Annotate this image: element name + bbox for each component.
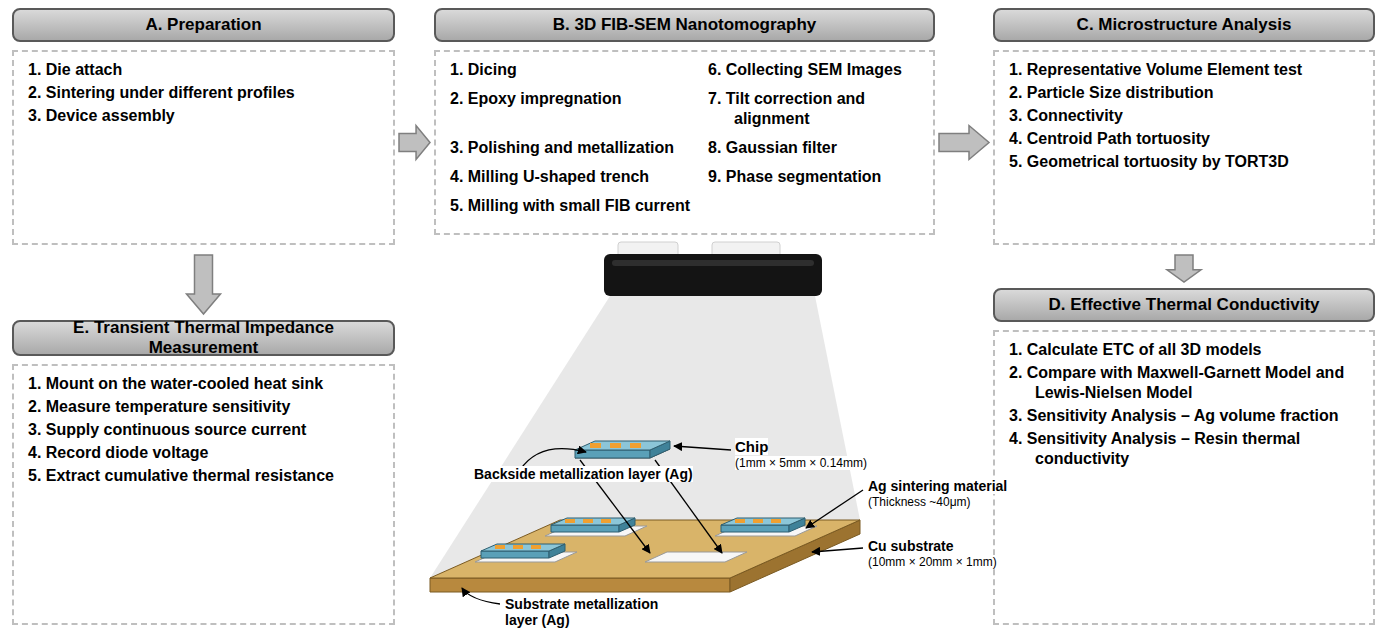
figure-label: Substrate metallization layer (Ag) bbox=[505, 596, 675, 628]
step-text: 3. Supply continuous source current bbox=[28, 420, 381, 440]
floating-chip bbox=[575, 441, 670, 458]
step-list: 1. Calculate ETC of all 3D models 2. Comp… bbox=[993, 330, 1375, 625]
header-text: A. Preparation bbox=[145, 15, 261, 35]
figure-label: Chip bbox=[735, 438, 795, 455]
header-text: E. Transient Thermal Impedance Measureme… bbox=[22, 318, 385, 358]
header-text: C. Microstructure Analysis bbox=[1077, 15, 1292, 35]
figure-label: (10mm × 20mm × 1mm) bbox=[868, 556, 1038, 570]
step-text: 4. Centroid Path tortuosity bbox=[1009, 129, 1361, 149]
step-list: 1. Mount on the water-cooled heat sink 2.… bbox=[12, 364, 395, 625]
step-text: 2. Compare with Maxwell-Garnett Model an… bbox=[1009, 363, 1361, 403]
flow-arrow bbox=[939, 126, 989, 160]
label-text: (1mm × 5mm × 0.14mm) bbox=[735, 456, 867, 470]
section-header: D. Effective Thermal Conductivity bbox=[993, 288, 1375, 322]
step-text: 3. Polishing and metallization bbox=[450, 138, 698, 164]
flow-arrow bbox=[1167, 255, 1201, 282]
step-text: 2. Measure temperature sensitivity bbox=[28, 397, 381, 417]
step-text: 4. Milling U-shaped trench bbox=[450, 167, 698, 193]
step-text: 1. Die attach bbox=[28, 60, 381, 80]
step-list: 1. Die attach 2. Sintering under differen… bbox=[12, 50, 395, 245]
step-text: 1. Mount on the water-cooled heat sink bbox=[28, 374, 381, 394]
step-text: 3. Device assembly bbox=[28, 106, 381, 126]
label-text: Substrate metallization layer (Ag) bbox=[505, 596, 658, 628]
step-text: 6. Collecting SEM Images bbox=[708, 60, 921, 86]
step-text: 3. Connectivity bbox=[1009, 106, 1361, 126]
figure-label: Cu substrate bbox=[868, 538, 988, 554]
section-header: C. Microstructure Analysis bbox=[993, 8, 1375, 42]
step-text: 2. Epoxy impregnation bbox=[450, 89, 698, 135]
step-list: 1. Representative Volume Element test 2. … bbox=[993, 50, 1375, 245]
section-header: B. 3D FIB-SEM Nanotomography bbox=[434, 8, 935, 42]
section-header: A. Preparation bbox=[12, 8, 395, 42]
step-text: 8. Gaussian filter bbox=[708, 138, 921, 164]
flow-arrow bbox=[187, 255, 221, 314]
step-text: 5. Geometrical tortuosity by TORT3D bbox=[1009, 152, 1361, 172]
power-module-photo bbox=[604, 242, 822, 296]
figure-label: Backside metallization layer (Ag) bbox=[474, 466, 714, 482]
step-text: 2. Sintering under different profiles bbox=[28, 83, 381, 103]
step-text: 4. Sensitivity Analysis – Resin thermal … bbox=[1009, 429, 1361, 469]
figure-label: Ag sintering material bbox=[868, 478, 1038, 494]
step-text: 1. Representative Volume Element test bbox=[1009, 60, 1361, 80]
step-text: 7. Tilt correction and alignment bbox=[708, 89, 921, 135]
chips-on-pads bbox=[475, 518, 817, 562]
step-list: 1. Dicing 2. Epoxy impregnation 3. Polishi… bbox=[434, 50, 935, 235]
figure-label: (1mm × 5mm × 0.14mm) bbox=[735, 457, 905, 471]
step-text: 5. Extract cumulative thermal resistance bbox=[28, 466, 381, 486]
step-text: 1. Dicing bbox=[450, 60, 698, 86]
section-header: E. Transient Thermal Impedance Measureme… bbox=[12, 320, 395, 356]
step-text: 3. Sensitivity Analysis – Ag volume frac… bbox=[1009, 406, 1361, 426]
step-text: 4. Record diode voltage bbox=[28, 443, 381, 463]
label-text: (10mm × 20mm × 1mm) bbox=[868, 555, 997, 569]
header-text: B. 3D FIB-SEM Nanotomography bbox=[553, 15, 817, 35]
view-beam bbox=[430, 296, 860, 578]
label-text: Ag sintering material bbox=[868, 478, 1007, 494]
header-text: D. Effective Thermal Conductivity bbox=[1048, 295, 1319, 315]
step-text: 5. Milling with small FIB current bbox=[450, 196, 698, 222]
flow-arrow bbox=[399, 126, 430, 160]
label-text: Cu substrate bbox=[868, 538, 954, 554]
step-text: 9. Phase segmentation bbox=[708, 167, 921, 193]
figure-label: (Thickness ~40μm) bbox=[868, 496, 1038, 510]
step-text: 2. Particle Size distribution bbox=[1009, 83, 1361, 103]
label-text: Chip bbox=[735, 438, 768, 455]
label-text: Backside metallization layer (Ag) bbox=[474, 466, 693, 482]
label-text: (Thickness ~40μm) bbox=[868, 495, 971, 509]
cu-substrate bbox=[430, 520, 860, 592]
step-text: 1. Calculate ETC of all 3D models bbox=[1009, 340, 1361, 360]
